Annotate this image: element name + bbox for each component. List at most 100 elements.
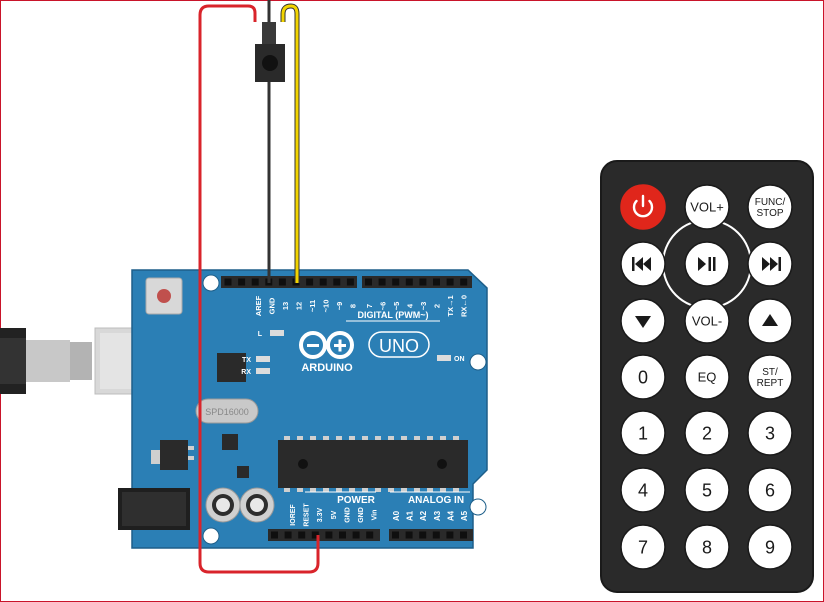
header-hole[interactable] <box>346 278 354 286</box>
digital-pin-label: TX→1 <box>446 295 455 316</box>
eq-button[interactable]: EQ <box>684 354 730 400</box>
chip-pin <box>414 436 420 440</box>
vol-down-button[interactable]: VOL- <box>684 298 730 344</box>
digit-8-button-circle[interactable] <box>684 524 730 570</box>
header-hole[interactable] <box>365 278 372 286</box>
header-hole[interactable] <box>392 278 400 286</box>
header-hole[interactable] <box>306 278 314 286</box>
chip-pin <box>349 488 355 492</box>
header-hole[interactable] <box>460 278 468 286</box>
ir-receiver[interactable] <box>255 22 285 82</box>
digit-3-button-circle[interactable] <box>747 410 793 456</box>
digit-0-button-label: 0 <box>638 367 648 387</box>
digit-0-button-circle[interactable] <box>620 354 666 400</box>
digit-1-button-circle[interactable] <box>620 410 666 456</box>
wire-signal-yellow <box>280 3 300 283</box>
arduino-logo: ARDUINO <box>299 331 354 374</box>
func-stop-button[interactable]: FUNC/STOP <box>747 184 793 230</box>
vol-up-button[interactable]: VOL+ <box>684 184 730 230</box>
model-text: UNO <box>379 336 419 356</box>
digit-3-button[interactable]: 3 <box>747 410 793 456</box>
down-button[interactable] <box>620 298 666 344</box>
voltage-regulator <box>151 440 194 470</box>
play-pause-icon <box>698 257 716 271</box>
digit-7-button-circle[interactable] <box>620 524 666 570</box>
digital-label: DIGITAL (PWM~) <box>358 310 429 320</box>
wires[interactable] <box>198 0 320 574</box>
header-hole[interactable] <box>284 531 292 539</box>
digit-9-button[interactable]: 9 <box>747 524 793 570</box>
digit-2-button[interactable]: 2 <box>684 410 730 456</box>
chip-pin <box>297 488 303 492</box>
digit-6-button-circle[interactable] <box>747 467 793 513</box>
header-hole[interactable] <box>352 531 360 539</box>
analog-pin-label: A1 <box>406 510 415 521</box>
power-button[interactable] <box>620 184 666 230</box>
header-hole[interactable] <box>460 531 467 539</box>
header-hole[interactable] <box>432 531 440 539</box>
chip-pin <box>336 436 342 440</box>
header-hole[interactable] <box>366 531 374 539</box>
header-hole[interactable] <box>446 531 454 539</box>
digit-8-button[interactable]: 8 <box>684 524 730 570</box>
digit-1-button[interactable]: 1 <box>620 410 666 456</box>
rewind-button[interactable] <box>620 241 666 287</box>
chip-pin <box>440 436 446 440</box>
header-hole[interactable] <box>339 531 346 539</box>
arduino-board[interactable]: SPD16000 L TX RX ON ARDU <box>118 269 488 549</box>
header-hole[interactable] <box>405 278 413 286</box>
digit-7-button[interactable]: 7 <box>620 524 666 570</box>
st-rept-button-circle[interactable] <box>747 354 793 400</box>
vol-down-button-circle[interactable] <box>684 298 730 344</box>
header-hole[interactable] <box>319 278 327 286</box>
reset-button[interactable] <box>145 277 183 315</box>
header-hole[interactable] <box>311 531 319 539</box>
header-hole[interactable] <box>224 278 232 286</box>
header-hole[interactable] <box>333 278 341 286</box>
header-hole[interactable] <box>298 531 306 539</box>
header-hole[interactable] <box>419 531 427 539</box>
header-hole[interactable] <box>278 278 286 286</box>
play-pause-button[interactable] <box>684 241 730 287</box>
header-hole[interactable] <box>419 278 427 286</box>
header-hole[interactable] <box>392 531 399 539</box>
power-icon <box>632 194 654 218</box>
mount-hole <box>202 527 220 545</box>
capacitors <box>205 487 275 523</box>
header-hole[interactable] <box>251 278 259 286</box>
digit-2-button-circle[interactable] <box>684 410 730 456</box>
header-hole[interactable] <box>405 531 413 539</box>
fast-forward-button[interactable] <box>747 241 793 287</box>
analog-pin-label: A4 <box>446 510 455 521</box>
vol-up-button-circle[interactable] <box>684 184 730 230</box>
chip-pin <box>336 488 342 492</box>
digital-pin-label: ~5 <box>392 302 401 311</box>
play-pause-button-circle[interactable] <box>684 241 730 287</box>
fast-forward-icon <box>762 257 781 271</box>
led-l: L <box>258 330 284 338</box>
header-hole[interactable] <box>446 278 454 286</box>
st-rept-button[interactable]: ST/REPT <box>747 354 793 400</box>
up-button[interactable] <box>747 298 793 344</box>
header-hole[interactable] <box>378 278 386 286</box>
svg-text:ON: ON <box>454 356 465 363</box>
power-pin-label: 3.3V <box>317 507 324 522</box>
digit-6-button[interactable]: 6 <box>747 467 793 513</box>
chip-pin <box>375 436 381 440</box>
func-stop-button-label: FUNC/ <box>755 197 786 208</box>
header-hole[interactable] <box>238 278 246 286</box>
digit-9-button-circle[interactable] <box>747 524 793 570</box>
digit-0-button[interactable]: 0 <box>620 354 666 400</box>
header-hole[interactable] <box>325 531 333 539</box>
digit-5-button-circle[interactable] <box>684 467 730 513</box>
header-hole[interactable] <box>433 278 440 286</box>
header-hole[interactable] <box>271 531 278 539</box>
digit-5-button[interactable]: 5 <box>684 467 730 513</box>
digit-3-button-label: 3 <box>765 423 775 443</box>
func-stop-button-circle[interactable] <box>747 184 793 230</box>
digit-4-button[interactable]: 4 <box>620 467 666 513</box>
digit-4-button-circle[interactable] <box>620 467 666 513</box>
eq-button-circle[interactable] <box>684 354 730 400</box>
